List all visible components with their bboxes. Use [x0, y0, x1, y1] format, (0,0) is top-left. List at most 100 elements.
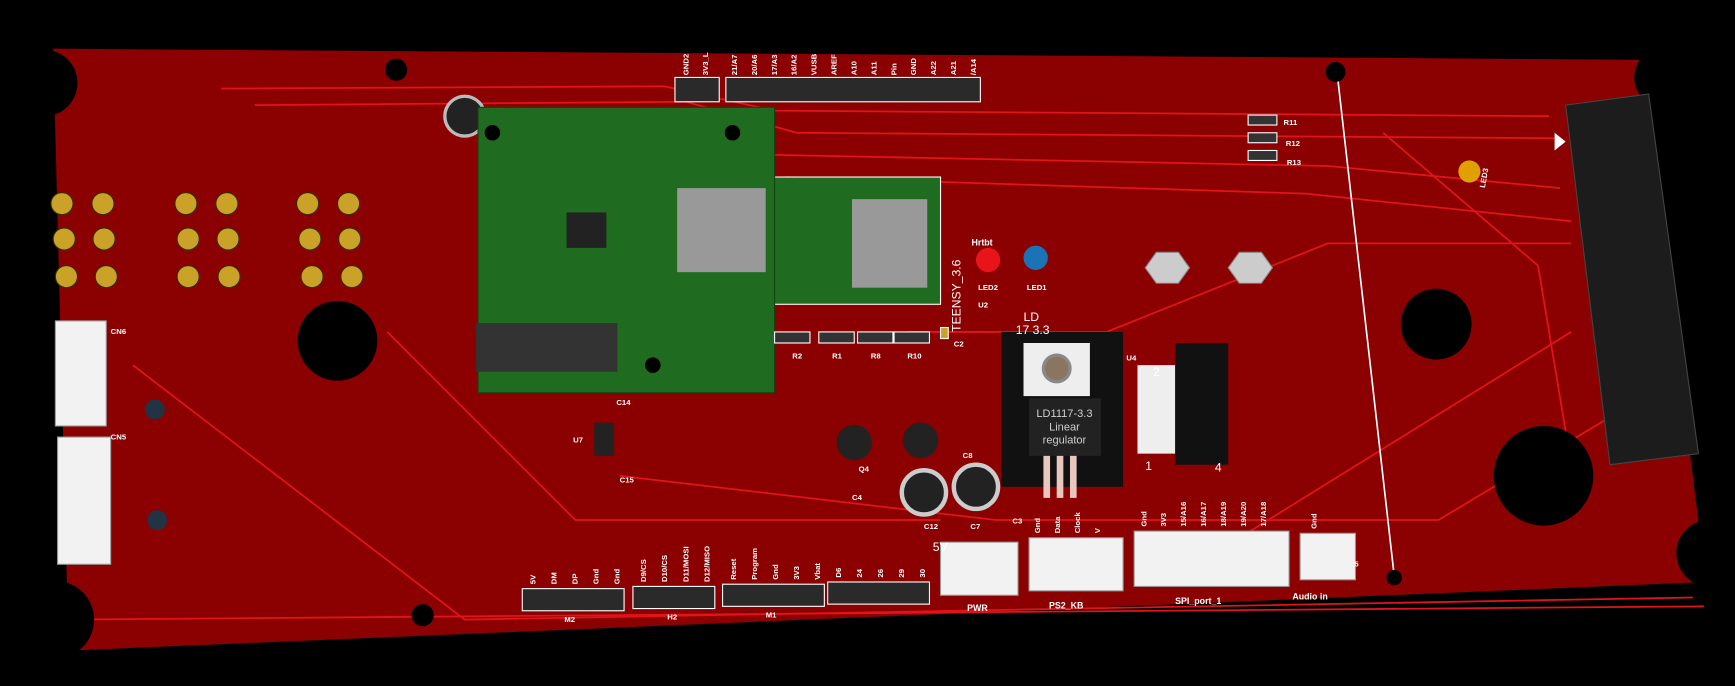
tht-pads-left [50, 191, 364, 289]
svg-text:5V: 5V [933, 540, 949, 554]
component-labels: Q4 C4 C8 C12 C7 U7 C14 C15 R11 R12 R13 L… [573, 114, 1490, 531]
svg-text:SPI_port_1: SPI_port_1 [1175, 596, 1221, 606]
svg-text:5V: 5V [529, 574, 538, 584]
sd-card-slot-2 [852, 199, 928, 288]
svg-text:17/A18: 17/A18 [1259, 501, 1268, 527]
trimmer-pot: 2 1 4 [1137, 343, 1229, 474]
svg-text:R11: R11 [1284, 118, 1298, 127]
svg-text:18/A19: 18/A19 [1219, 501, 1228, 527]
hex-nut [1144, 251, 1191, 284]
svg-text:C14: C14 [616, 398, 631, 407]
connector-cn5 [57, 436, 112, 565]
svg-text:D6: D6 [834, 567, 843, 578]
svg-text:29: 29 [897, 568, 906, 577]
svg-text:D11/MOSI: D11/MOSI [681, 546, 690, 582]
svg-text:C12: C12 [924, 522, 938, 531]
svg-text:DM: DM [550, 572, 559, 584]
mounting-holes [11, 46, 1735, 659]
capacitor-c12 [899, 468, 949, 517]
transistor-q4 [836, 424, 872, 461]
svg-text:R13: R13 [1287, 158, 1302, 167]
svg-text:LD1117-3.3: LD1117-3.3 [1036, 408, 1092, 420]
audio-jack [475, 323, 618, 372]
jst-connectors: PWR PS2_KB SPI_port_1 Audio in 5V Gnd Da… [933, 501, 1360, 613]
svg-text:U7: U7 [573, 436, 583, 445]
svg-text:Gnd: Gnd [1139, 511, 1148, 527]
svg-text:DP: DP [571, 573, 580, 584]
svg-text:17/A3: 17/A3 [770, 54, 779, 75]
bottom-headers: M2 H2 M1 5V DM DP Gnd Gnd D9/CS D10/CS D… [521, 546, 931, 624]
svg-text:Clock: Clock [1073, 512, 1082, 534]
connector-cn6 [54, 320, 107, 427]
module-hole [724, 125, 741, 141]
label-cn6: CN6 [111, 327, 127, 336]
svg-text:LD: LD [1024, 310, 1040, 324]
pcb-board [53, 48, 1707, 651]
svg-text:Gnd: Gnd [1033, 518, 1042, 534]
svg-text:3V3_L: 3V3_L [701, 52, 710, 75]
idc-connector [1565, 93, 1700, 466]
svg-text:4: 4 [1215, 460, 1222, 474]
svg-text:Gnd: Gnd [613, 568, 622, 584]
svg-text:C7: C7 [970, 522, 980, 531]
svg-text:C15: C15 [620, 475, 635, 484]
led2-red [975, 247, 1001, 273]
svg-text:3V3: 3V3 [792, 565, 801, 579]
svg-text:GND: GND [909, 58, 918, 76]
svg-text:15/A16: 15/A16 [1179, 501, 1188, 527]
svg-text:Program: Program [750, 548, 759, 580]
svg-text:Audio in: Audio in [1292, 592, 1327, 602]
module-hole [484, 125, 501, 141]
led1-blue [1023, 245, 1048, 270]
svg-text:1: 1 [1145, 459, 1152, 473]
module-hole [645, 357, 661, 373]
svg-text:16/A17: 16/A17 [1199, 502, 1208, 527]
svg-text:A10: A10 [849, 61, 858, 75]
svg-text:D12/MISO: D12/MISO [702, 546, 711, 582]
svg-text:30: 30 [918, 569, 927, 578]
svg-text:regulator: regulator [1043, 435, 1087, 447]
svg-text:Gnd: Gnd [771, 564, 780, 580]
svg-text:PWR: PWR [967, 603, 988, 613]
label-led1: LED1 [1027, 283, 1047, 292]
svg-text:Pin: Pin [889, 63, 898, 75]
label-cn5: CN5 [111, 432, 127, 441]
svg-text:R8: R8 [871, 351, 882, 360]
svg-text:5: 5 [1354, 560, 1359, 569]
svg-text:Vbat: Vbat [813, 563, 822, 580]
label-teensy: TEENSY_3.6 [949, 259, 963, 332]
resistor-row: R2 R1 R8 R10 C2 [774, 326, 964, 360]
svg-text:GND2: GND2 [681, 54, 690, 76]
svg-text:Reset: Reset [729, 558, 738, 579]
svg-text:24: 24 [855, 568, 864, 577]
svg-text:LED3: LED3 [1478, 167, 1490, 189]
svg-text:Data: Data [1053, 516, 1062, 533]
svg-text:AREF: AREF [830, 54, 839, 75]
svg-text:16/A2: 16/A2 [790, 55, 799, 76]
svg-text:R10: R10 [907, 351, 921, 360]
voltage-regulator-u4: LD1117-3.3 Linear regulator LD 17 3.3 U4 [1001, 310, 1137, 498]
svg-text:H2: H2 [667, 613, 677, 622]
svg-text:VUSB: VUSB [810, 53, 819, 75]
svg-text:19/A20: 19/A20 [1239, 502, 1248, 527]
svg-text:Gnd: Gnd [1310, 513, 1319, 529]
svg-text:A22: A22 [929, 61, 938, 75]
svg-text:D9/CS: D9/CS [639, 559, 648, 582]
label-c3: C3 [1012, 516, 1023, 525]
pin1-marker [1554, 132, 1566, 151]
svg-text:17 3.3: 17 3.3 [1016, 323, 1050, 337]
svg-text:C2: C2 [954, 339, 964, 348]
svg-text:A11: A11 [869, 61, 878, 75]
header-top-b-labels: 21/A7 20/A6 17/A3 16/A2 VUSB AREF A10 A1… [730, 53, 978, 75]
svg-text:PS2_KB: PS2_KB [1049, 601, 1083, 611]
svg-text:D10/CS: D10/CS [660, 555, 669, 582]
svg-text:/A14: /A14 [969, 58, 978, 75]
svg-text:3V3: 3V3 [1159, 512, 1168, 526]
svg-text:R1: R1 [832, 351, 843, 360]
sd-card-slot [677, 188, 766, 273]
label-u2: U2 [978, 301, 988, 310]
svg-text:M2: M2 [564, 615, 575, 624]
svg-text:C8: C8 [963, 451, 974, 460]
audio-chip [566, 212, 607, 248]
